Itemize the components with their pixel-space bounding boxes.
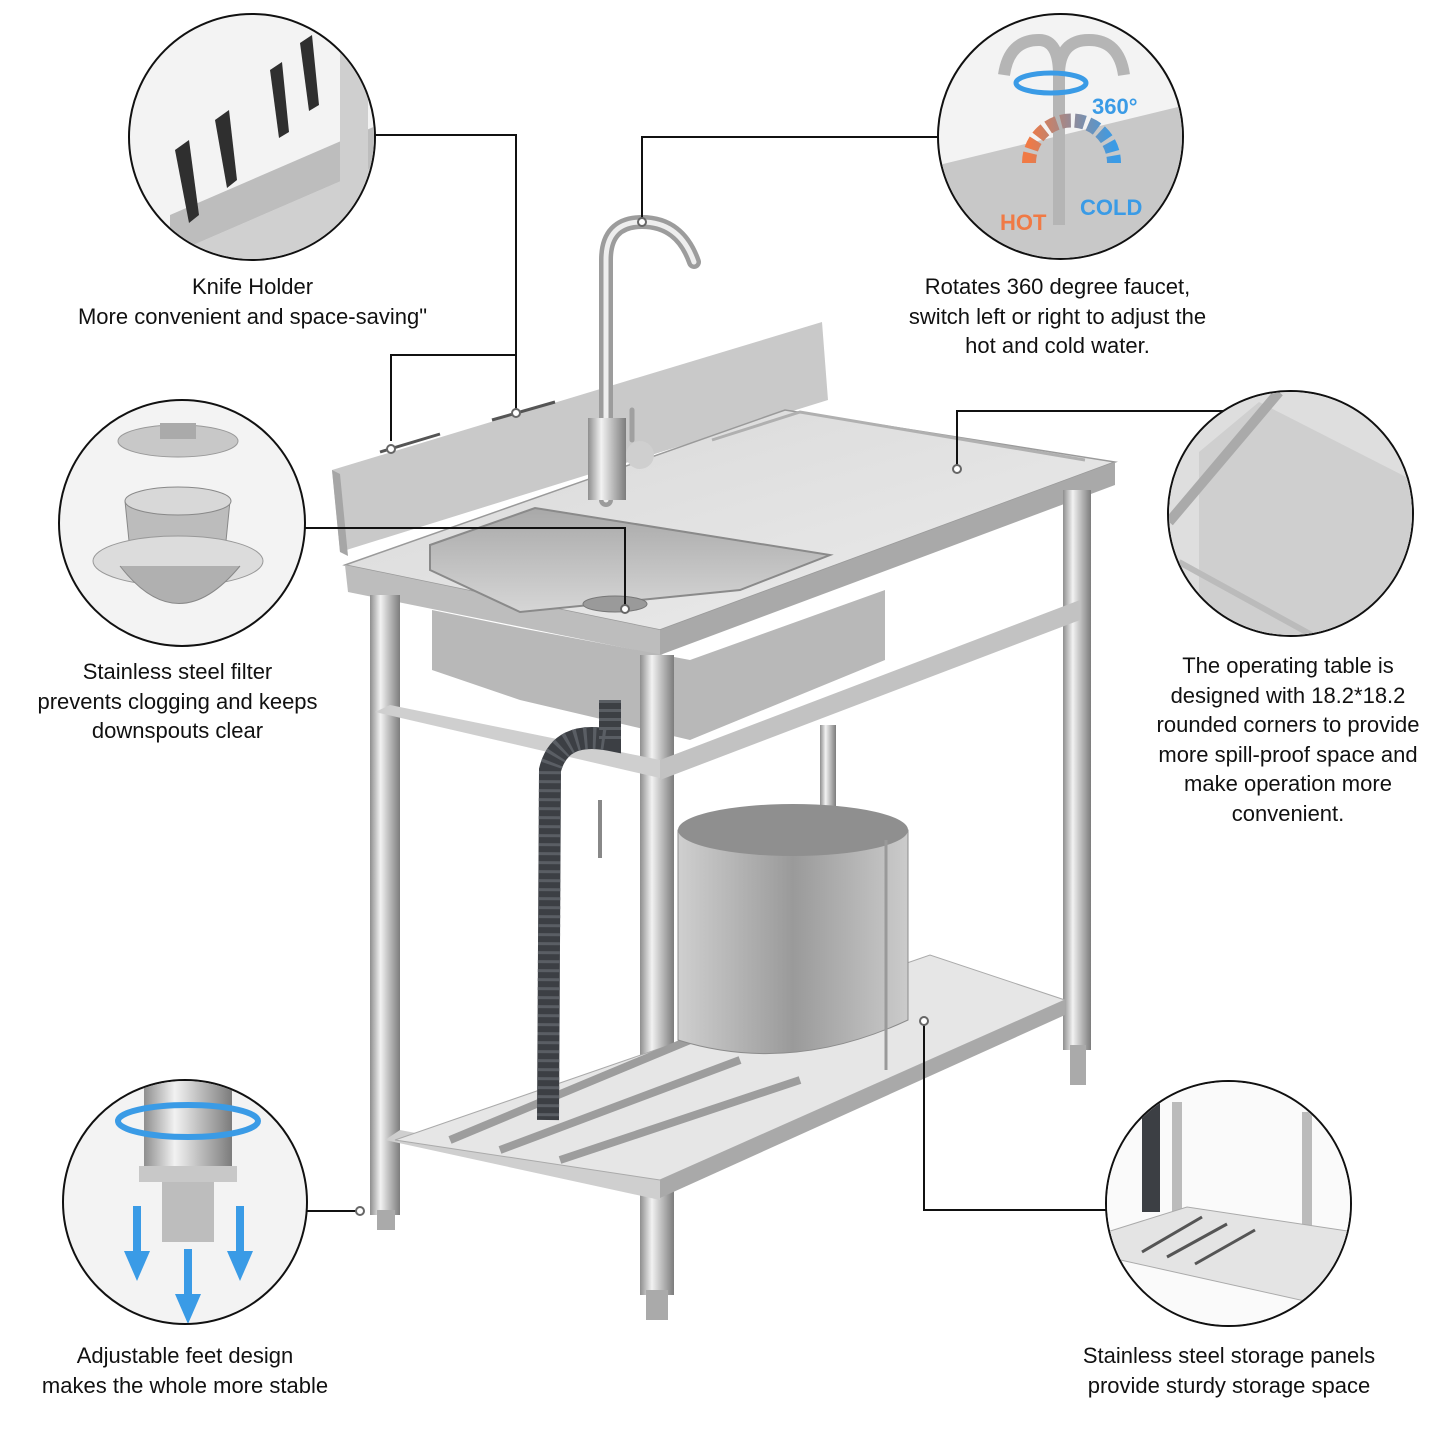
operating-table-caption: The operating table is designed with 18.…: [1138, 651, 1438, 828]
caption-text: convenient.: [1231, 800, 1345, 826]
caption-text: The operating table is: [1182, 653, 1394, 678]
caption-text: Stainless steel filter: [82, 659, 273, 684]
knife-holder-detail-circle: [128, 13, 376, 261]
caption-text: hot and cold water.: [965, 333, 1150, 358]
caption-text: Adjustable feet design: [76, 1343, 294, 1368]
drain-hose: [537, 700, 621, 1121]
caption-text: Rotates 360 degree faucet,: [924, 274, 1191, 299]
storage-shelf-icon: [1107, 1082, 1350, 1325]
caption-text: switch left or right to adjust the: [908, 303, 1207, 329]
caption-text: rounded corners to provide: [1156, 712, 1420, 737]
caption-text: makes the whole more stable: [41, 1372, 329, 1398]
caption-text: Stainless steel storage panels: [1082, 1343, 1376, 1368]
storage-caption: Stainless steel storage panels provide s…: [1060, 1341, 1398, 1400]
caption-text: downspouts clear: [91, 718, 264, 743]
caption-text: designed with 18.2*18.2: [1170, 682, 1406, 708]
knife-icon: [170, 15, 374, 259]
feet-caption: Adjustable feet design makes the whole m…: [20, 1341, 350, 1400]
filter-caption: Stainless steel filter prevents clogging…: [15, 657, 340, 746]
feet-detail-circle: [62, 1079, 308, 1325]
caption-text: provide sturdy storage space: [1087, 1372, 1371, 1398]
faucet-detail-circle: [937, 13, 1184, 260]
strainer-icon: [92, 423, 264, 604]
faucet-rotation-icon: [939, 33, 1182, 258]
cold-badge: COLD: [1080, 195, 1143, 220]
rotation-badge: 360°: [1092, 94, 1138, 119]
caption-text: more spill-proof space and: [1158, 741, 1418, 767]
caption-text: make operation more: [1184, 771, 1392, 796]
leader-dots: [355, 217, 962, 1216]
table-corner-detail-circle: [1167, 390, 1414, 637]
leader-lines: [305, 134, 1226, 1212]
caption-text: More convenient and space-saving": [77, 303, 427, 329]
knife-holder-caption: Knife Holder More convenient and space-s…: [40, 272, 465, 331]
filter-detail-circle: [58, 399, 306, 647]
rounded-corner-icon: [1169, 392, 1412, 635]
adjustable-foot-icon: [115, 1081, 261, 1323]
caption-title: Knife Holder: [191, 274, 314, 299]
faucet-caption: Rotates 360 degree faucet, switch left o…: [880, 272, 1235, 361]
storage-detail-circle: [1105, 1080, 1352, 1327]
caption-text: prevents clogging and keeps: [37, 688, 318, 714]
waste-bucket: [677, 804, 909, 1070]
hot-badge: HOT: [1000, 210, 1047, 235]
